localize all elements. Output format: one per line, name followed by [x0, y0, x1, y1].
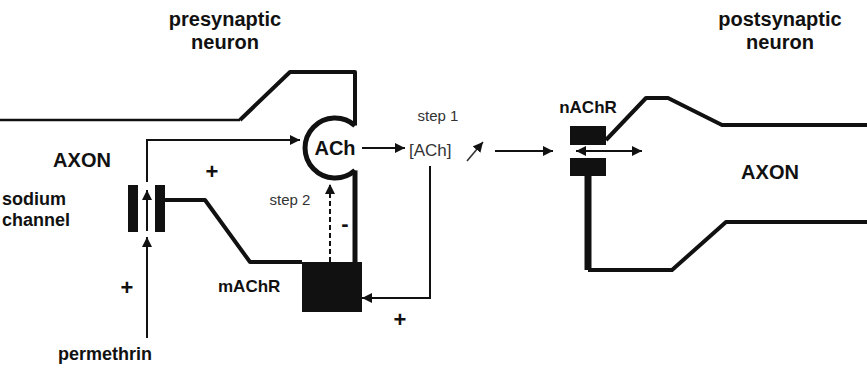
- neuron-name: postsynaptic neuron: [700, 8, 860, 54]
- postsynaptic-membrane: [606, 98, 867, 140]
- axon-label: AXON: [741, 161, 799, 184]
- presynaptic-membrane: [165, 200, 302, 262]
- ion-channel: sodium channel: [2, 182, 170, 237]
- node-text: ACh: [314, 137, 355, 160]
- receptor-bar: [570, 126, 606, 145]
- channel-bar: [155, 185, 165, 232]
- channel-bar: [128, 185, 138, 232]
- receptor-bar: [570, 158, 606, 176]
- effect-sign: +: [119, 275, 136, 300]
- insecticide-label: permethrin: [40, 338, 170, 370]
- muscarinic-receptor: mAChR: [212, 262, 362, 312]
- node-text: permethrin: [58, 344, 152, 365]
- step-label: step 1: [418, 107, 459, 124]
- signal-arrow: [146, 237, 148, 338]
- neuron-name: presynaptic neuron: [145, 8, 305, 54]
- vesicle-outline: [305, 118, 355, 178]
- node-text: [ACh]: [409, 141, 452, 161]
- synaptic-vesicle: ACh: [300, 112, 362, 184]
- node-text: nAChR: [559, 98, 617, 118]
- signal-arrow: [147, 140, 300, 182]
- nicotinic-receptor: nAChR: [553, 98, 623, 178]
- presynaptic-membrane: [353, 170, 358, 262]
- signal-arrow: [362, 147, 405, 149]
- increase-arrow: [467, 142, 483, 161]
- axon-membrane: [0, 119, 240, 122]
- effect-sign: +: [204, 159, 221, 184]
- receptor-block: [302, 262, 362, 312]
- effect-sign: +: [392, 307, 409, 332]
- concentration-label: [ACh]: [405, 136, 495, 166]
- axon-label: AXON: [53, 149, 111, 172]
- signal-arrow: [495, 150, 553, 152]
- ion-flow-arrow: [146, 190, 148, 231]
- ion-flow-arrow: [576, 150, 642, 152]
- signal-arrow: [362, 166, 430, 298]
- node-text: sodium channel: [2, 189, 120, 230]
- postsynaptic-membrane: [585, 176, 592, 270]
- postsynaptic-membrane: [588, 222, 867, 270]
- signal-arrow: [329, 184, 331, 262]
- effect-sign: -: [339, 211, 350, 236]
- node-text: mAChR: [218, 277, 280, 297]
- step-label: step 2: [270, 191, 311, 208]
